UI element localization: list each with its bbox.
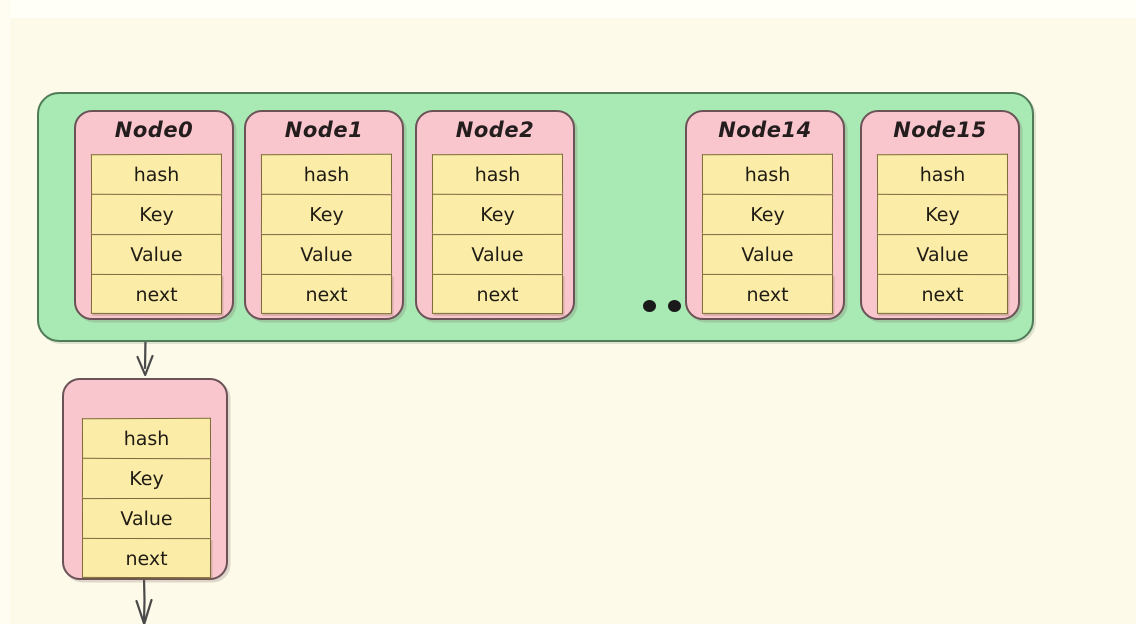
node-title: Node0 bbox=[114, 118, 194, 142]
field-key: Key bbox=[81, 457, 212, 499]
node-fields: hash Key Value next bbox=[81, 417, 212, 579]
field-hash: hash bbox=[81, 417, 212, 459]
node-fields: hash Key Value next bbox=[260, 153, 393, 315]
field-key: Key bbox=[90, 193, 223, 235]
bucket-array-container: Node0 hash Key Value next Node1 hash Key… bbox=[37, 92, 1034, 342]
node-card-14[interactable]: Node14 hash Key Value next bbox=[685, 110, 845, 320]
field-key: Key bbox=[431, 193, 564, 235]
node-fields: hash Key Value next bbox=[90, 153, 223, 315]
field-hash: hash bbox=[90, 153, 223, 195]
field-value: Value bbox=[876, 233, 1009, 275]
node-card-2[interactable]: Node2 hash Key Value next bbox=[415, 110, 575, 320]
ellipsis-dot bbox=[643, 300, 656, 312]
field-value: Value bbox=[701, 233, 834, 275]
overflow-node-card[interactable]: hash Key Value next bbox=[62, 378, 228, 580]
field-key: Key bbox=[701, 193, 834, 235]
field-value: Value bbox=[431, 233, 564, 275]
field-hash: hash bbox=[701, 153, 834, 195]
field-next: next bbox=[90, 273, 223, 315]
field-key: Key bbox=[260, 193, 393, 235]
arrow-overflow-to-below bbox=[135, 576, 153, 624]
node-card-0[interactable]: Node0 hash Key Value next bbox=[74, 110, 234, 320]
node-card-1[interactable]: Node1 hash Key Value next bbox=[244, 110, 404, 320]
field-value: Value bbox=[90, 233, 223, 275]
field-key: Key bbox=[876, 193, 1009, 235]
field-value: Value bbox=[81, 497, 212, 539]
top-edge-strip bbox=[0, 0, 1136, 18]
left-edge-strip bbox=[0, 0, 10, 624]
node-card-15[interactable]: Node15 hash Key Value next bbox=[860, 110, 1020, 320]
node-title: Node14 bbox=[718, 118, 812, 142]
field-hash: hash bbox=[876, 153, 1009, 195]
field-hash: hash bbox=[260, 153, 393, 195]
node-fields: hash Key Value next bbox=[701, 153, 834, 315]
node-fields: hash Key Value next bbox=[431, 153, 564, 315]
ellipsis-dot bbox=[668, 300, 681, 312]
field-next: next bbox=[81, 537, 212, 579]
field-hash: hash bbox=[431, 153, 564, 195]
field-next: next bbox=[431, 273, 564, 315]
field-next: next bbox=[876, 273, 1009, 315]
node-title: Node1 bbox=[284, 118, 364, 142]
field-next: next bbox=[260, 273, 393, 315]
field-next: next bbox=[701, 273, 834, 315]
node-fields: hash Key Value next bbox=[876, 153, 1009, 315]
node-title: Node15 bbox=[893, 118, 987, 142]
node-title: Node2 bbox=[455, 118, 535, 142]
field-value: Value bbox=[260, 233, 393, 275]
